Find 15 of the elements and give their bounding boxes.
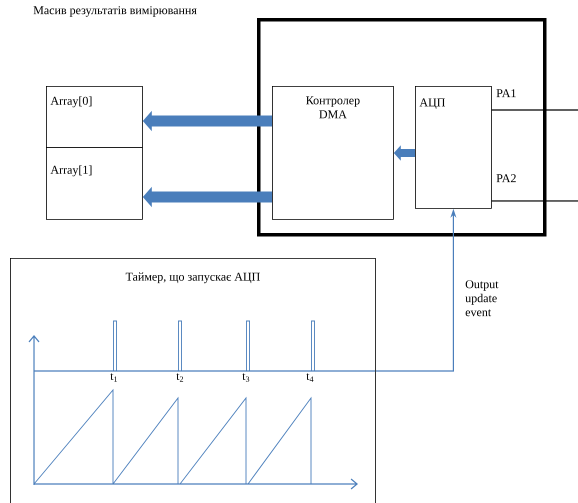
edge-label: PA2 — [496, 174, 516, 182]
controller-frame — [257, 18, 546, 236]
pin-line — [492, 200, 578, 202]
time-label: t$_{3}$ — [242, 373, 250, 382]
time-label: t$_{2}$ — [176, 373, 184, 382]
heading-label: Масив результатів вимірювання — [34, 6, 197, 17]
array-cell: Array[0] — [46, 86, 143, 148]
time-label: t$_{1}$ — [110, 373, 118, 382]
time-label: t$_{4}$ — [306, 373, 314, 382]
edge-label: PA1 — [496, 89, 516, 98]
dma-box: Контролер DMA — [272, 86, 394, 220]
array-cell: Array[1] — [46, 147, 143, 220]
adc-box: АЦП — [415, 86, 492, 209]
pin-line — [492, 109, 578, 111]
edge-label: Output update event — [465, 280, 498, 316]
